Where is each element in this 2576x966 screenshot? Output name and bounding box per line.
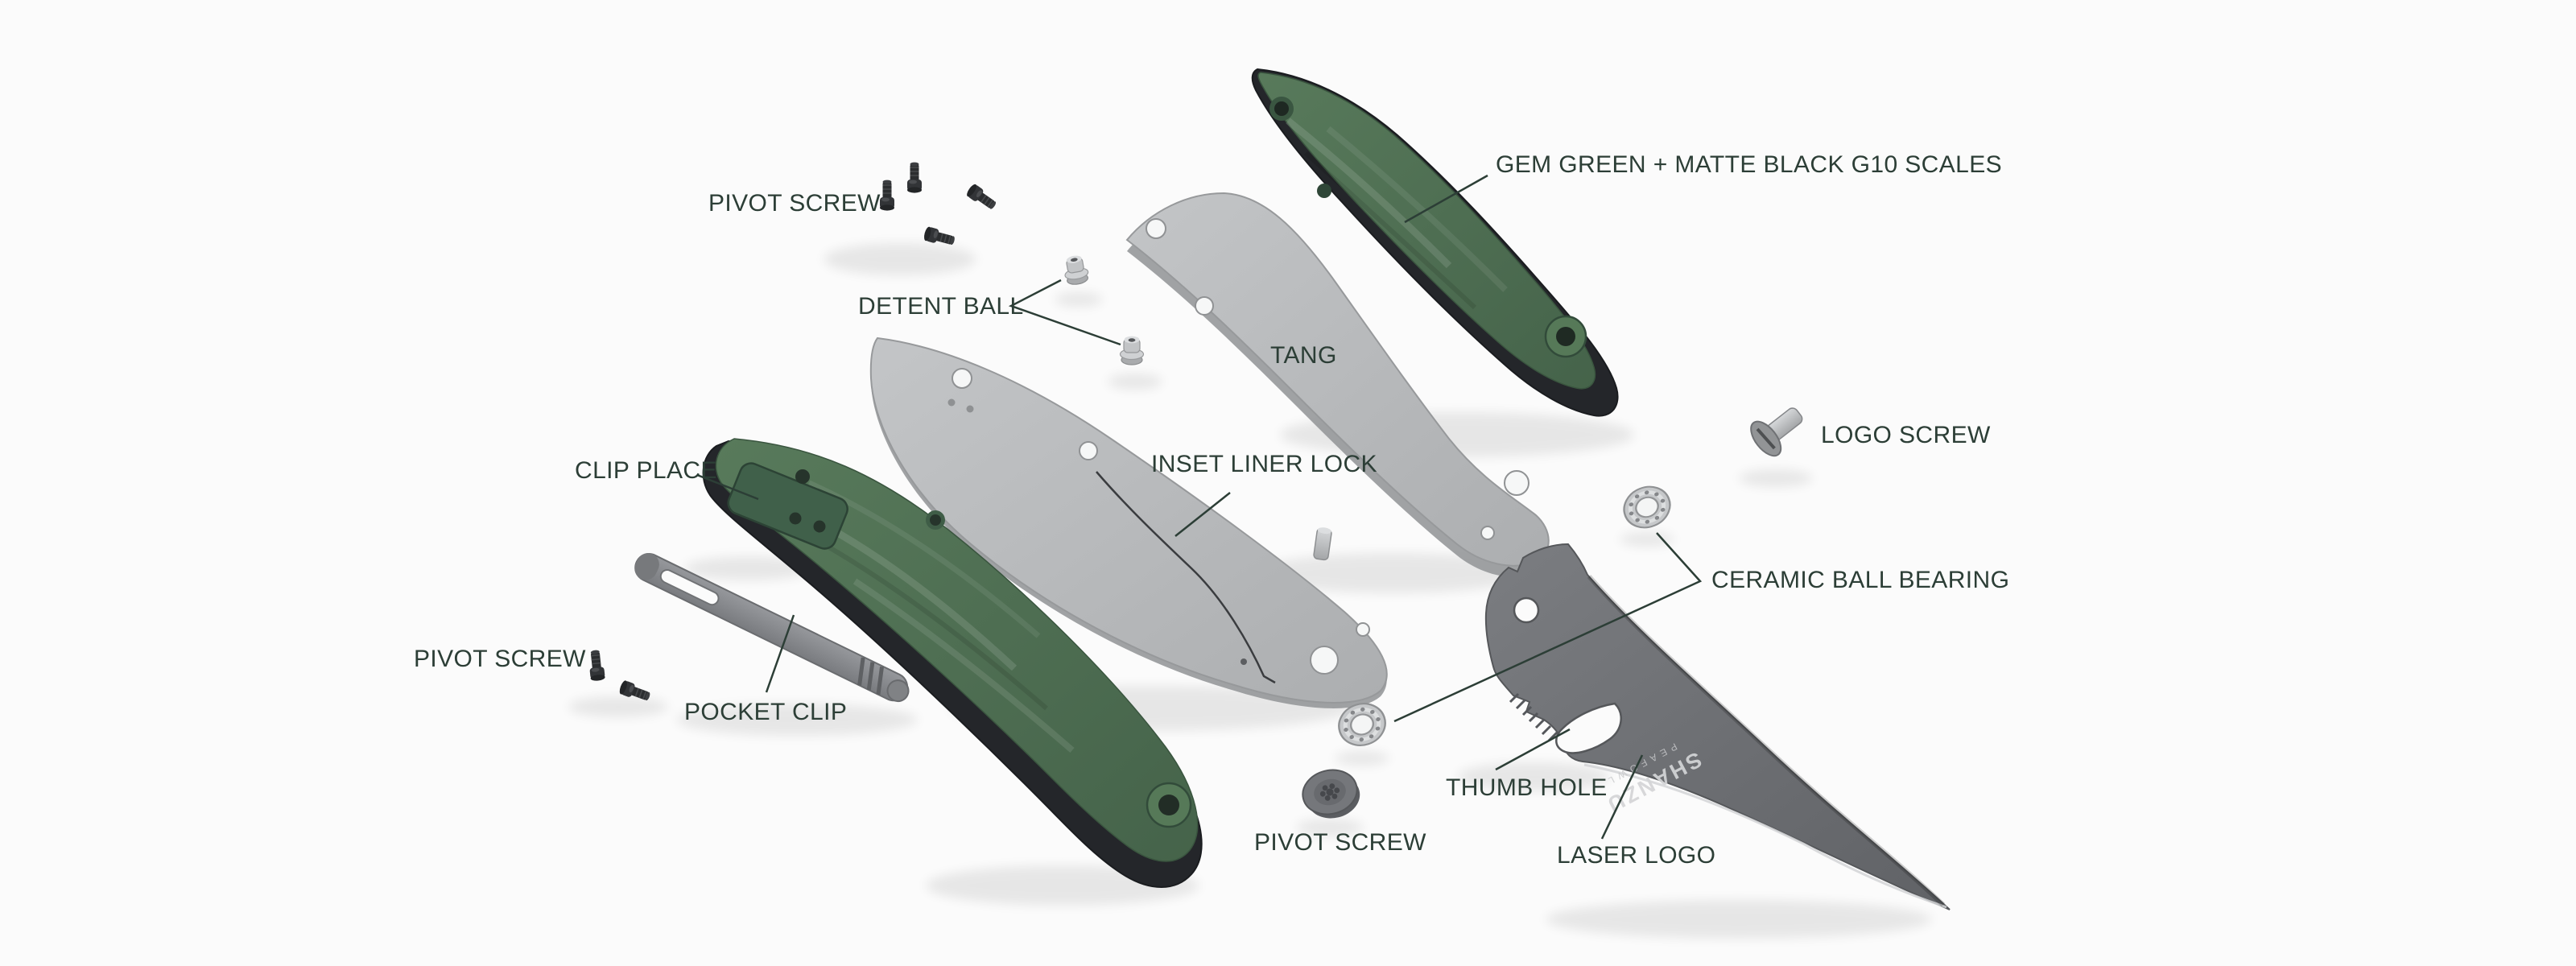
pivot-screw-small-2: [906, 161, 923, 194]
front-scale-green-face: [715, 438, 1199, 862]
liner-lock-cut: [1096, 471, 1276, 684]
tang-hole-1: [1146, 218, 1166, 239]
tang-plate: [1125, 192, 1550, 577]
blade-spine-shade: [1587, 575, 1946, 907]
clip-screw-hole-1: [789, 512, 802, 525]
leader-lines: [696, 174, 1703, 840]
liner-small-hole: [1356, 622, 1370, 637]
pivot-screw-large: [1302, 769, 1360, 819]
liner-hole-1: [952, 368, 972, 389]
blade-body: [1484, 543, 1951, 910]
label-detent-ball: DETENT BALL: [858, 293, 1024, 320]
liner-hole-small-1: [947, 398, 956, 407]
pivot-screws-left-pair: [587, 649, 653, 704]
leader-laser-logo: [1600, 754, 1644, 840]
blade: SHANZU PEAFOWL: [1484, 543, 1951, 910]
ceramic-bearing-upper: [1618, 480, 1676, 534]
label-ceramic-ball-bearing: CERAMIC BALL BEARING: [1711, 567, 2010, 593]
liner-pivot-hole: [1310, 646, 1339, 675]
detent-ball-upper: [1061, 253, 1091, 287]
leader-clip-place: [696, 473, 759, 501]
blade-edge-highlight: [1583, 763, 1947, 909]
tang-small-hole: [1480, 526, 1495, 540]
stop-pin: [1313, 527, 1332, 561]
liner-hole-small-2: [966, 405, 974, 413]
pocket-clip-tip: [886, 679, 910, 703]
label-clip-place: CLIP PLACE: [575, 457, 717, 484]
liner-detent-dot: [1241, 658, 1247, 665]
label-laser-logo: LASER LOGO: [1557, 842, 1716, 869]
back-scale-green-face: [1257, 72, 1596, 390]
clip-screw-hole-2: [813, 520, 826, 533]
detent-ball-lower: [1119, 336, 1145, 365]
blade-jimping: [1509, 692, 1558, 742]
label-pocket-clip: POCKET CLIP: [684, 699, 848, 725]
front-scale: [702, 438, 1203, 888]
label-thumb-hole: THUMB HOLE: [1446, 774, 1608, 801]
pocket-clip-slot: [659, 569, 720, 606]
pivot-screw-small-1: [879, 179, 895, 212]
label-inset-liner-lock: INSET LINER LOCK: [1151, 451, 1377, 477]
front-scale-pivot-hole: [1158, 795, 1179, 815]
liner-hole-2: [1079, 441, 1098, 460]
label-pivot-screw-bottom: PIVOT SCREW: [1254, 829, 1426, 856]
leader-scales: [1404, 174, 1488, 224]
label-scales: GEM GREEN + MATTE BLACK G10 SCALES: [1496, 151, 2003, 178]
leader-detent-ball: [1008, 279, 1121, 346]
tang-pivot-hole: [1504, 470, 1530, 496]
back-scale-mid-hole: [1317, 184, 1331, 198]
back-scale-g10-ridges: [1279, 118, 1508, 326]
pivot-screws-top-cluster: [879, 161, 1000, 249]
leader-pocket-clip: [765, 614, 795, 693]
front-scale-screw-hole: [795, 469, 810, 484]
logo-screw: [1750, 407, 1803, 457]
leader-thumb-hole: [1495, 728, 1571, 771]
pivot-screw-small-3: [964, 182, 1000, 213]
blade-thumb-hole: [1555, 702, 1622, 754]
pocket-clip-ridges: [857, 657, 885, 696]
liner-plate: [869, 336, 1388, 708]
label-pivot-screw-left: PIVOT SCREW: [414, 646, 586, 672]
blade-pivot-hole: [1513, 597, 1540, 624]
leader-inset-liner-lock: [1174, 492, 1231, 537]
back-scale: [1251, 68, 1619, 417]
label-pivot-screw-top: PIVOT SCREW: [708, 190, 881, 217]
tang-hole-2: [1195, 296, 1214, 316]
back-scale-pivot-hole: [1556, 327, 1575, 346]
front-scale-mid-hole: [930, 514, 941, 526]
leader-ceramic-ball-bearing: [1393, 532, 1703, 723]
pivot-screw-small-5: [587, 649, 606, 683]
pocket-clip: [634, 553, 910, 703]
back-scale-screw-hole-inner: [1274, 101, 1289, 116]
label-logo-screw: LOGO SCREW: [1821, 422, 1991, 448]
label-tang: TANG: [1270, 342, 1337, 369]
